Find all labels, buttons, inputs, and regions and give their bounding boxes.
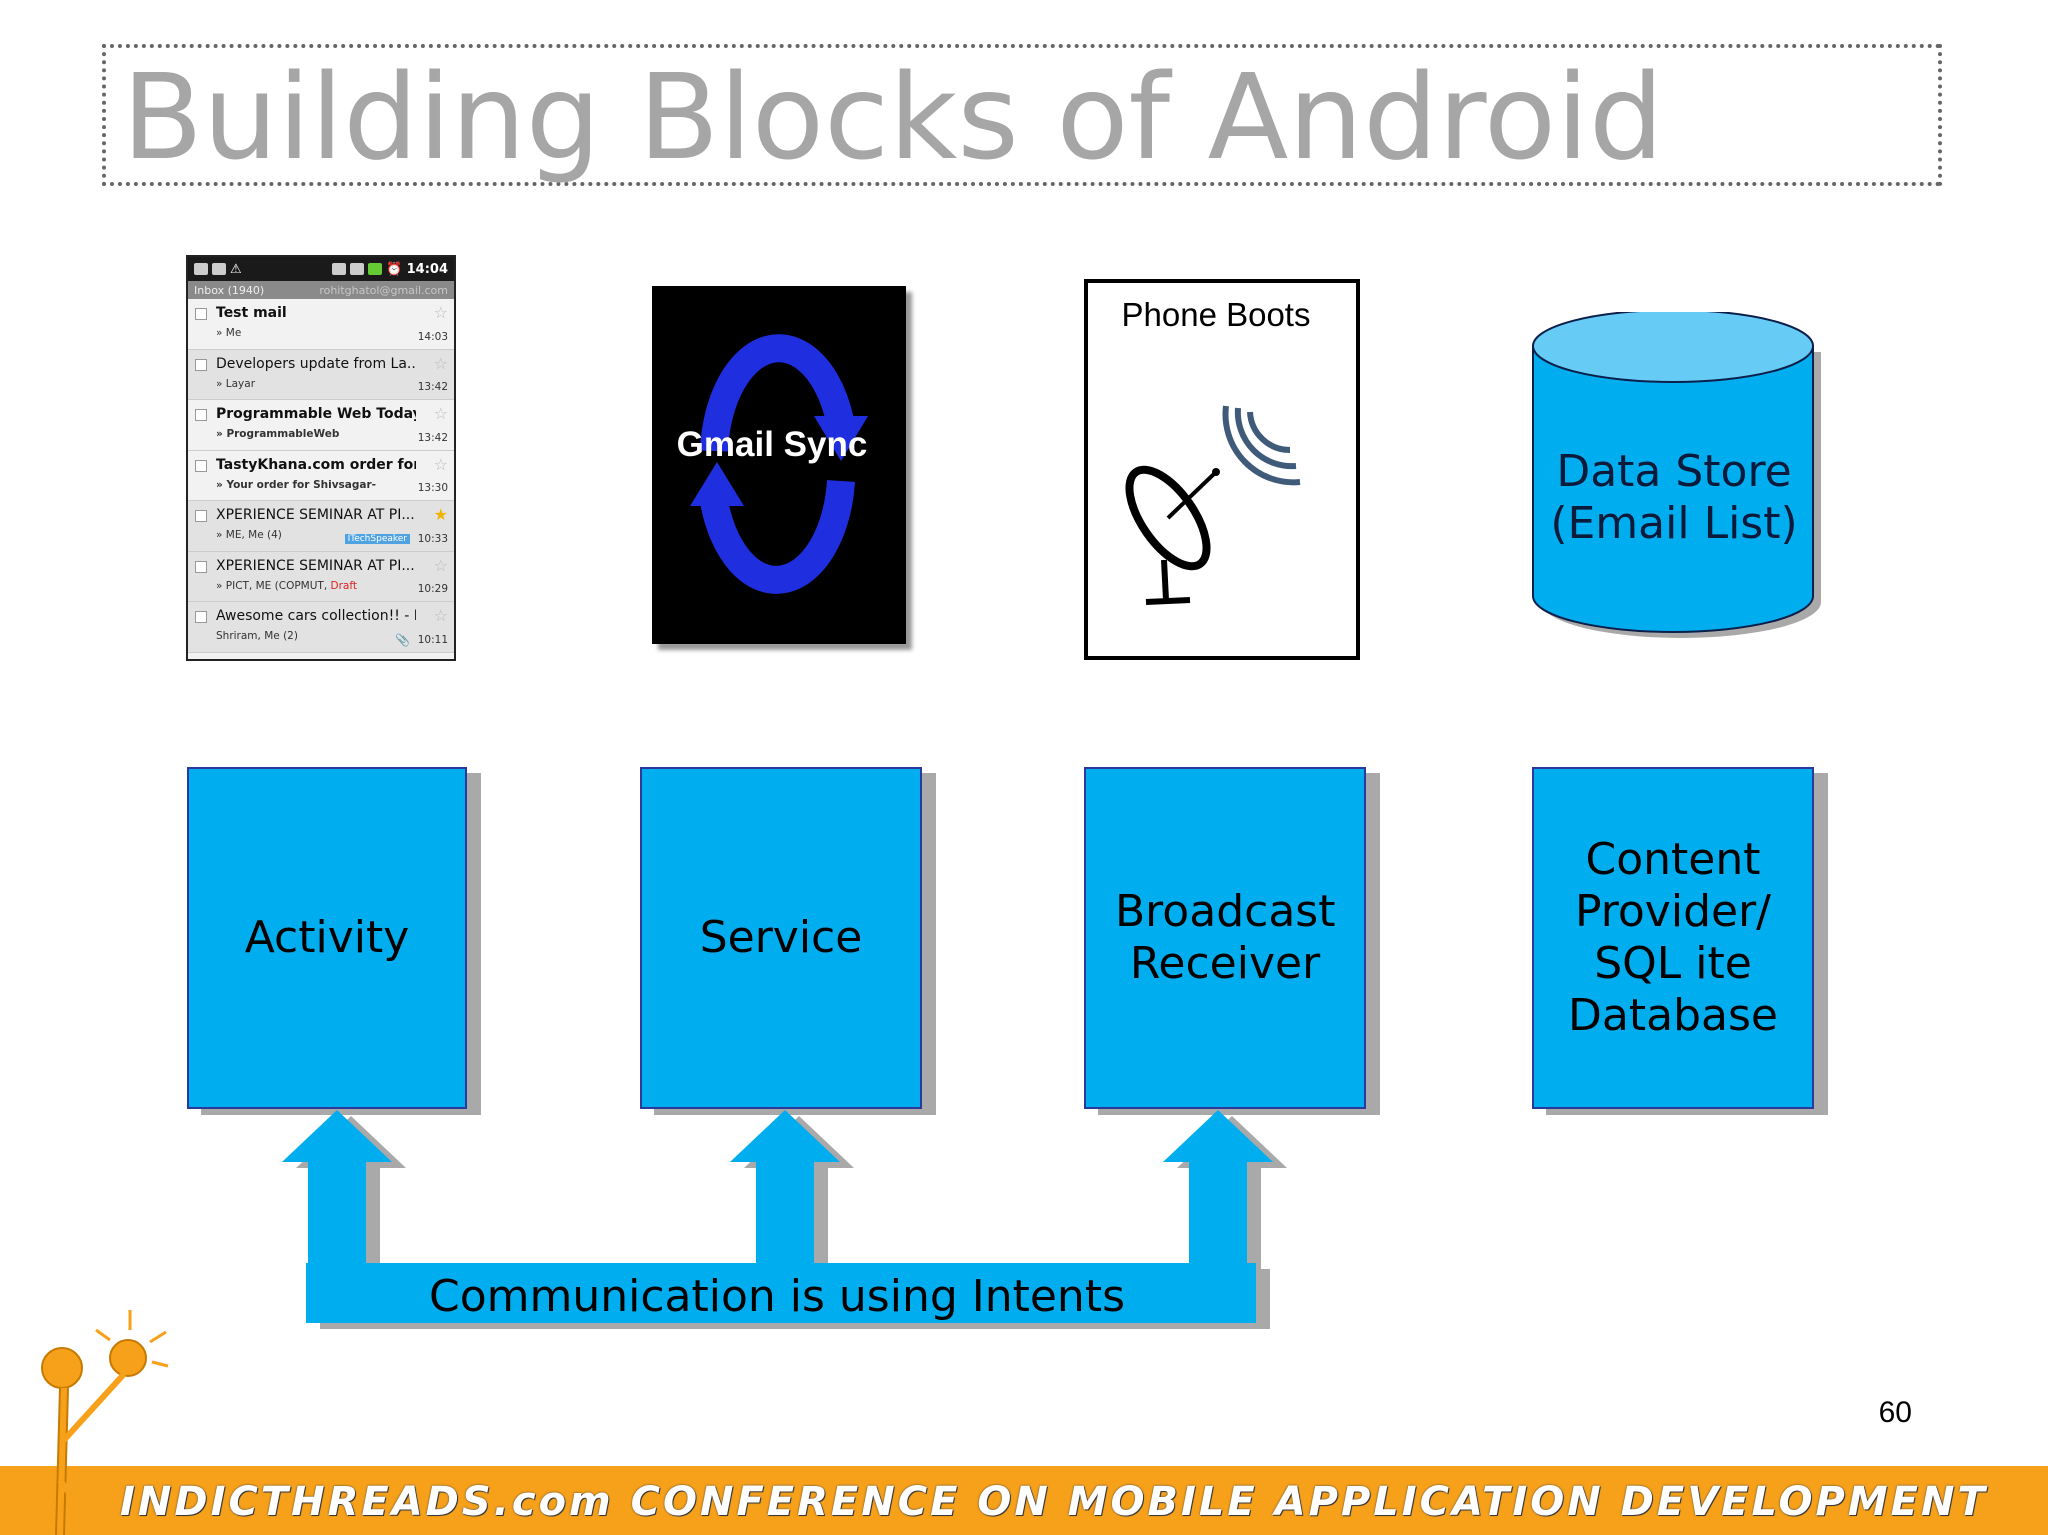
- mail-from: » ProgrammableWeb: [216, 428, 340, 440]
- slide-title: Building Blocks of Android: [122, 48, 1664, 186]
- usb-icon: [212, 263, 226, 275]
- content-provider-label: Content Provider/ SQL ite Database: [1568, 834, 1778, 1041]
- mail-subject: TastyKhana.com order for...: [216, 456, 416, 473]
- label-tag: ITechSpeaker: [344, 533, 410, 544]
- service-box: Service: [640, 767, 922, 1109]
- activity-box: Activity: [187, 767, 467, 1109]
- checkbox[interactable]: [195, 308, 207, 320]
- status-time: 14:04: [406, 261, 448, 277]
- inbox-label: Inbox (1940): [194, 283, 265, 297]
- signal-icon: [350, 263, 365, 275]
- mail-subject: Awesome cars collection!! - R...: [216, 608, 416, 624]
- checkbox[interactable]: [195, 510, 207, 522]
- phone-boots-box: [1084, 279, 1360, 660]
- star-icon[interactable]: ☆: [433, 353, 448, 373]
- mail-from: » PICT, ME (COPMUT, Draft: [216, 580, 448, 592]
- checkbox[interactable]: [195, 560, 207, 573]
- service-label: Service: [699, 912, 863, 963]
- checkbox[interactable]: [195, 358, 207, 371]
- inbox-header: Inbox (1940) rohitghatol@gmail.com: [188, 281, 454, 299]
- mail-subject: Test mail: [216, 305, 287, 321]
- star-icon[interactable]: ☆: [433, 454, 448, 474]
- checkbox[interactable]: [195, 611, 207, 623]
- alarm-icon: ⏰: [386, 261, 403, 277]
- footer-bar: [0, 1466, 2048, 1535]
- mail-row[interactable]: Awesome cars collection!! - R... Shriram…: [188, 602, 454, 653]
- star-icon[interactable]: ☆: [433, 303, 448, 322]
- star-icon[interactable]: ★: [433, 505, 448, 524]
- intents-label: Communication is using Intents: [428, 1270, 1125, 1322]
- mail-time: 14:03: [417, 330, 448, 343]
- account-email: rohitghatol@gmail.com: [319, 283, 448, 297]
- broadcast-receiver-box: Broadcast Receiver: [1084, 767, 1366, 1109]
- mail-row[interactable]: TastyKhana.com order for... » Your order…: [188, 451, 454, 501]
- mail-from-name: » PICT, ME (COPMUT,: [216, 579, 328, 592]
- battery-icon: [368, 263, 383, 275]
- page-number: 60: [1878, 1396, 1912, 1429]
- mail-from: » Me: [216, 327, 242, 339]
- draft-label: Draft: [330, 579, 357, 592]
- attachment-icon: 📎: [395, 632, 410, 647]
- mail-time: 13:42: [417, 431, 448, 444]
- mail-row[interactable]: XPERIENCE SEMINAR AT PI... » PICT, ME (C…: [188, 551, 454, 602]
- mail-time: 10:29: [417, 583, 448, 595]
- mail-from: Shriram, Me (2): [216, 630, 298, 642]
- mail-row[interactable]: Programmable Web Today -... » Programmab…: [188, 400, 454, 451]
- mail-from: » Layar: [216, 377, 256, 390]
- mail-row[interactable]: XPERIENCE SEMINAR AT PI... » ME, Me (4) …: [188, 501, 454, 552]
- star-icon[interactable]: ☆: [433, 606, 448, 625]
- mail-subject: XPERIENCE SEMINAR AT PI...: [216, 507, 415, 523]
- footer-conference-text: INDICTHREADS.com CONFERENCE ON MOBILE AP…: [120, 1479, 1988, 1525]
- message-icon: [194, 263, 208, 275]
- gmail-sync-label: Gmail Sync: [676, 425, 868, 464]
- mail-time: 10:33: [417, 532, 448, 545]
- star-icon[interactable]: ☆: [433, 404, 448, 423]
- mail-time: 13:30: [417, 482, 448, 494]
- satellite-dish-icon: [1125, 405, 1301, 605]
- mail-subject: Programmable Web Today -...: [216, 406, 416, 422]
- content-provider-box: Content Provider/ SQL ite Database: [1532, 767, 1814, 1109]
- phone-boots-label: Phone Boots: [1121, 296, 1311, 333]
- title-frame: [102, 44, 1942, 186]
- checkbox[interactable]: [195, 409, 207, 421]
- sync-arrows-icon: [690, 334, 868, 594]
- star-icon[interactable]: ☆: [433, 555, 448, 575]
- mail-time: 10:11: [417, 633, 448, 646]
- gmail-inbox-screenshot: ⚠ ⏰ 14:04 Inbox (1940) rohitghatol@gmail…: [186, 255, 456, 661]
- mail-row[interactable]: Test mail » Me ☆ 14:03: [188, 299, 454, 350]
- mail-row[interactable]: Developers update from La... » Layar ☆ 1…: [188, 349, 454, 400]
- mascot-logo-icon: [41, 1310, 169, 1535]
- activity-label: Activity: [244, 912, 410, 963]
- status-bar: ⚠ ⏰ 14:04: [188, 257, 454, 281]
- checkbox[interactable]: [195, 459, 207, 472]
- data-store-cylinder: [1532, 312, 1821, 638]
- intents-arrows: [282, 1110, 1287, 1329]
- broadcast-receiver-label: Broadcast Receiver: [1115, 886, 1336, 989]
- mail-subject: Developers update from La...: [216, 355, 416, 372]
- network-icon: [332, 263, 347, 275]
- mail-subject: XPERIENCE SEMINAR AT PI...: [216, 557, 415, 574]
- mail-from: » ME, Me (4): [216, 529, 282, 541]
- mail-time: 13:42: [417, 381, 448, 393]
- warning-icon: ⚠: [230, 261, 242, 277]
- data-store-label: Data Store (Email List): [1550, 446, 1798, 549]
- mail-from: » Your order for Shivsagar-: [216, 478, 377, 491]
